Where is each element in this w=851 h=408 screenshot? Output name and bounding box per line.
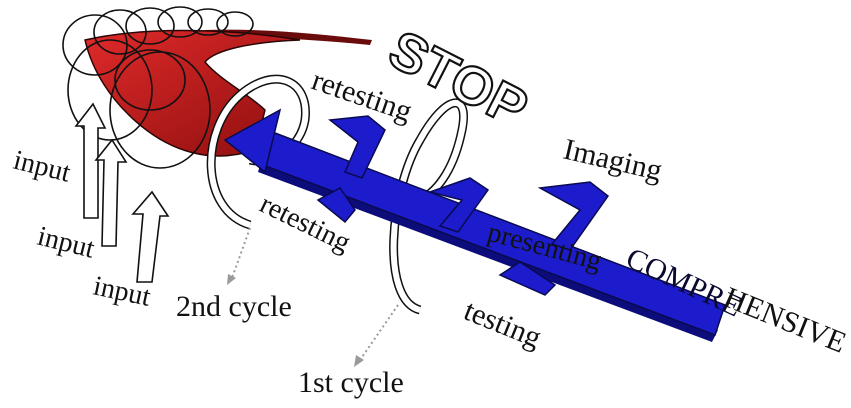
comprehensive-label-part2: HENSIVE: [719, 281, 850, 360]
input-label-1: input: [10, 145, 74, 189]
imaging-label: Imaging: [560, 133, 665, 188]
pointer-head-2nd: [227, 274, 236, 285]
input-arrow-1: [76, 104, 105, 218]
dotted-pointer-2nd: [232, 228, 250, 278]
input-arrow-3: [133, 192, 168, 282]
testing-label: testing: [459, 294, 546, 355]
dotted-pointer-1st: [360, 305, 398, 360]
first-cycle-label: 1st cycle: [298, 366, 404, 399]
input-arrow-2: [96, 140, 126, 246]
input-label-2: input: [34, 221, 98, 265]
second-cycle-label: 2nd cycle: [176, 290, 292, 323]
